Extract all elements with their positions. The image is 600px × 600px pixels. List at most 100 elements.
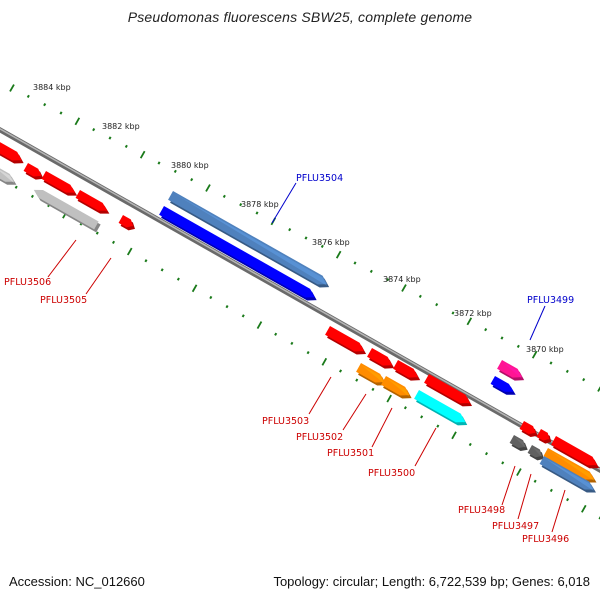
gene-block[interactable] [509,435,528,451]
gene-block-face [168,191,328,285]
gene-label[interactable]: PFLU3501 [327,448,374,459]
gene-block[interactable] [159,206,317,301]
major-tick [335,250,342,259]
gene-block-shine [429,375,471,405]
gene-block[interactable] [539,456,596,493]
accession-text: Accession: NC_012660 [9,574,145,589]
major-tick [139,150,146,159]
gene-block[interactable] [490,376,516,395]
gene-block[interactable] [536,429,552,444]
gene-block-shine [123,216,133,228]
gene-leader-line [342,393,367,431]
minor-tick [369,269,373,273]
gene-block[interactable] [356,363,387,386]
gene-label[interactable]: PFLU3499 [527,295,574,306]
gene-block-shine [164,207,315,299]
major-tick [581,504,587,513]
minor-tick [566,497,570,502]
gene-block-face [414,390,466,423]
gene-block-shine [398,361,419,379]
scale-tick-label: 3876 kbp [312,238,350,247]
major-tick [205,184,211,192]
gene-block[interactable] [497,360,525,381]
gene-label[interactable]: PFLU3496 [522,534,569,545]
gene-label[interactable]: PFLU3502 [296,432,343,443]
gene-label[interactable]: PFLU3500 [368,468,415,479]
scale-tick-label: 3870 kbp [526,345,564,354]
gene-block[interactable] [118,215,135,231]
gene-block[interactable] [367,348,395,369]
gene-block-shine [173,192,328,286]
gene-block-shine [386,377,410,397]
gene-label[interactable]: PFLU3497 [492,521,539,532]
minor-tick [582,378,586,382]
minor-tick [43,103,47,107]
minor-tick [288,228,292,232]
minor-tick [108,136,112,140]
gene-block-shine [80,191,108,213]
gene-block[interactable] [0,141,24,164]
gene-block-face [118,215,133,228]
gene-block-shine [524,422,536,435]
minor-tick [501,461,505,465]
gene-block[interactable] [75,190,110,214]
scale-tick-label: 3884 kbp [33,83,71,92]
gene-block[interactable] [551,436,600,469]
minor-tick [225,305,229,309]
minor-tick [353,261,357,265]
gene-block[interactable] [325,326,367,355]
gene-label[interactable]: PFLU3503 [262,416,309,427]
gene-leader-line [517,473,532,520]
gene-leader-line [414,427,437,467]
major-tick [516,468,522,476]
gene-label[interactable]: PFLU3504 [296,173,343,184]
minor-tick [157,161,161,165]
gene-block-face [424,374,471,404]
gene-block-shine [361,364,385,384]
gene-block[interactable] [543,448,597,483]
minor-tick [95,231,99,235]
gene-block[interactable] [519,421,538,437]
gene-block-face [490,376,514,392]
gene-label[interactable]: PFLU3506 [4,277,51,288]
scale-tick-label: 3874 kbp [383,275,421,284]
minor-tick [222,194,226,198]
major-tick [386,394,392,403]
gene-block[interactable] [393,360,421,381]
gene-block[interactable] [414,390,468,426]
major-tick [466,317,473,326]
gene-leader-line [47,239,77,278]
minor-tick [500,336,504,340]
major-tick [9,84,15,92]
gene-block[interactable] [424,374,473,407]
minor-tick [355,378,359,382]
gene-block[interactable] [23,163,44,180]
minor-tick [436,424,440,428]
gene-block[interactable] [33,189,101,233]
gene-block[interactable] [168,191,330,288]
genome-title: Pseudomonas fluorescens SBW25, complete … [127,9,473,25]
gene-block-shine [419,391,466,424]
minor-tick [160,268,164,272]
gene-block-shine [46,172,76,195]
gene-block-face [33,189,99,230]
minor-tick [26,94,30,98]
minor-tick [386,278,390,282]
gene-label[interactable]: PFLU3498 [458,505,505,516]
gene-leader-line [551,489,566,533]
gene-block-shine [541,430,550,441]
gene-block-shine [0,143,22,162]
gene-block[interactable] [381,376,412,399]
minor-tick [371,387,375,391]
gene-label[interactable]: PFLU3505 [40,295,87,306]
minor-tick [549,488,553,493]
minor-tick [190,178,194,182]
scale-tick-label: 3872 kbp [454,309,492,318]
gene-block[interactable] [0,165,17,185]
minor-tick [565,369,569,373]
gene-block-shine [556,437,598,467]
gene-block[interactable] [41,171,78,196]
gene-block[interactable] [527,445,544,461]
major-tick [126,247,133,256]
